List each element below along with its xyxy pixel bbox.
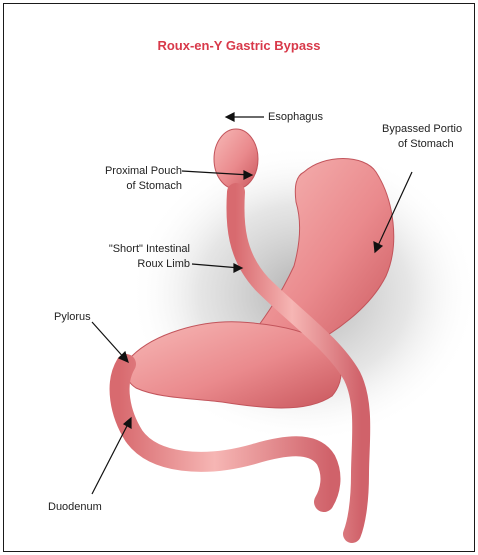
- anatomy-illustration: [4, 4, 474, 551]
- label-pouch-line1: Proximal Pouch: [90, 164, 182, 178]
- pylorus-pointer: [92, 322, 126, 360]
- label-limb-line1: "Short" Intestinal: [82, 242, 190, 256]
- proximal-pouch: [214, 129, 258, 189]
- diagram-frame: Roux-en-Y Gastric Bypass: [3, 3, 475, 552]
- label-limb-line2: Roux Limb: [82, 257, 190, 271]
- label-bypassed-line2: of Stomach: [398, 137, 454, 151]
- label-pylorus: Pylorus: [54, 310, 91, 324]
- label-pouch-line2: of Stomach: [90, 179, 182, 193]
- label-esophagus: Esophagus: [268, 110, 323, 124]
- label-bypassed-line1: Bypassed Portio: [382, 122, 462, 136]
- duodenum-pointer: [92, 420, 130, 494]
- label-duodenum: Duodenum: [48, 500, 102, 514]
